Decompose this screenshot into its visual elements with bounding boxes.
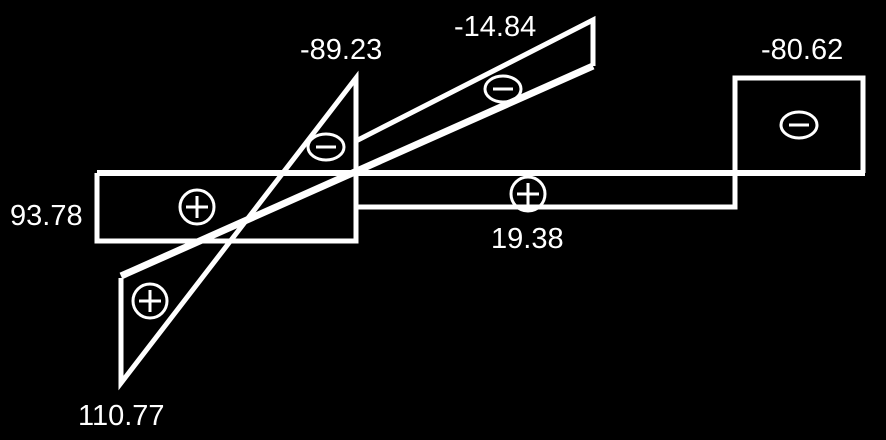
minus-sign-icon: [779, 110, 819, 140]
label-slanted-band-top: -14.84: [454, 11, 536, 43]
middle-rect-outline: [356, 173, 738, 210]
minus-sign-icon: [483, 74, 523, 104]
minus-sign-icon: [306, 132, 346, 162]
plus-sign-icon: [178, 188, 216, 226]
slanted-line: [119, 62, 595, 280]
label-right-box: -80.62: [761, 34, 843, 66]
plus-sign-icon: [509, 175, 547, 213]
label-left-rect: 93.78: [10, 200, 83, 232]
label-triangle-top: -89.23: [300, 34, 382, 66]
label-triangle-bottom: 110.77: [78, 400, 165, 432]
slanted-band-outline: [354, 15, 596, 144]
plus-sign-icon: [131, 282, 169, 320]
crossing-triangle-outline: [118, 70, 359, 391]
right-box-outline: [732, 75, 866, 173]
label-middle-rect: 19.38: [491, 223, 564, 255]
